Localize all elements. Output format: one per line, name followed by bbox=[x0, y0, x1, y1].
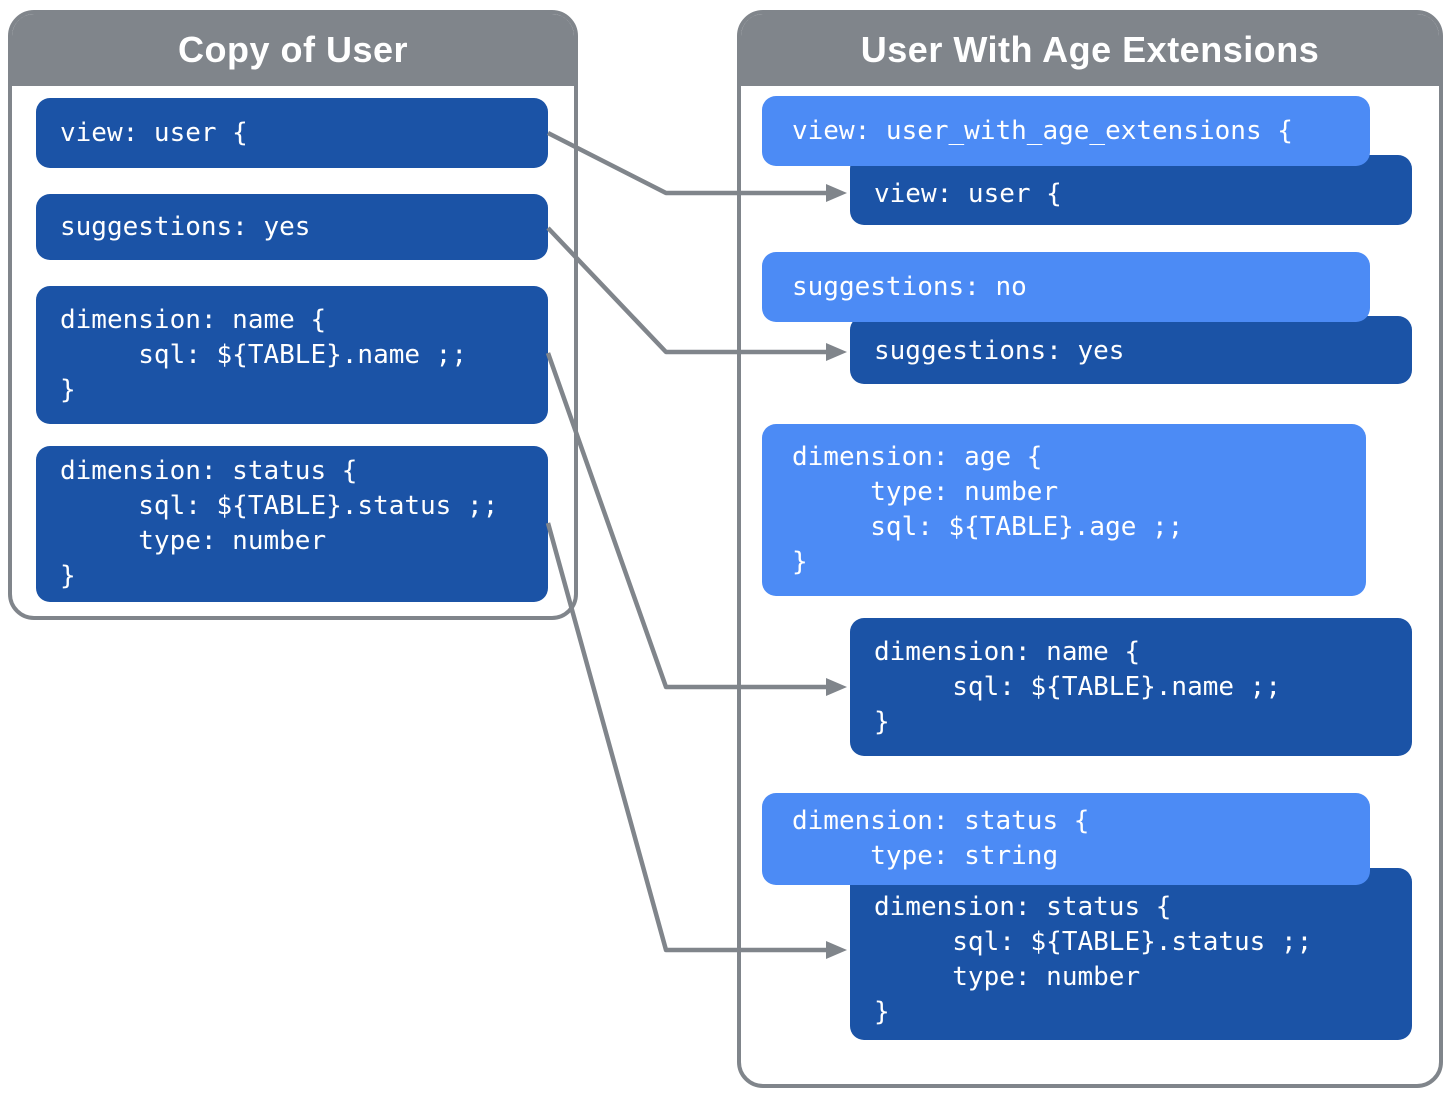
right-code-dimension-age-text: dimension: age { type: number sql: ${TAB… bbox=[792, 442, 1184, 577]
right-code-view-original: view: user { bbox=[850, 155, 1412, 225]
left-code-suggestions-yes-text: suggestions: yes bbox=[60, 211, 311, 242]
left-code-view-user-text: view: user { bbox=[60, 117, 248, 148]
left-code-suggestions-yes: suggestions: yes bbox=[36, 194, 548, 260]
left-code-dimension-name-text: dimension: name { sql: ${TABLE}.name ;; … bbox=[60, 304, 467, 405]
user-with-age-extensions-title: User With Age Extensions bbox=[860, 29, 1320, 70]
right-code-dimension-age: dimension: age { type: number sql: ${TAB… bbox=[762, 424, 1366, 596]
left-code-view-user: view: user { bbox=[36, 98, 548, 168]
right-code-view-refinement: view: user_with_age_extensions { bbox=[762, 96, 1370, 166]
copy-of-user-title: Copy of User bbox=[177, 29, 409, 70]
right-code-suggestions-original: suggestions: yes bbox=[850, 316, 1412, 384]
right-code-dimension-status-original: dimension: status { sql: ${TABLE}.status… bbox=[850, 868, 1412, 1040]
right-code-view-refinement-text: view: user_with_age_extensions { bbox=[792, 115, 1293, 146]
right-code-suggestions-refinement-text: suggestions: no bbox=[792, 271, 1027, 302]
left-code-dimension-status-text: dimension: status { sql: ${TABLE}.status… bbox=[60, 456, 499, 591]
right-code-suggestions-refinement: suggestions: no bbox=[762, 252, 1370, 322]
right-code-view-original-text: view: user { bbox=[874, 179, 1062, 209]
left-code-dimension-name: dimension: name { sql: ${TABLE}.name ;; … bbox=[36, 286, 548, 424]
right-code-dimension-status-refinement: dimension: status { type: string bbox=[762, 793, 1370, 885]
left-code-dimension-status: dimension: status { sql: ${TABLE}.status… bbox=[36, 446, 548, 602]
copy-of-user-header: Copy of User bbox=[12, 14, 574, 86]
right-code-dimension-name-text: dimension: name { sql: ${TABLE}.name ;; … bbox=[874, 636, 1281, 737]
right-code-dimension-status-original-text: dimension: status { sql: ${TABLE}.status… bbox=[874, 892, 1313, 1027]
right-code-suggestions-original-text: suggestions: yes bbox=[874, 336, 1125, 366]
right-code-dimension-status-refinement-text: dimension: status { type: string bbox=[792, 806, 1090, 871]
right-code-dimension-name: dimension: name { sql: ${TABLE}.name ;; … bbox=[850, 618, 1412, 756]
user-with-age-extensions-header: User With Age Extensions bbox=[741, 14, 1439, 86]
